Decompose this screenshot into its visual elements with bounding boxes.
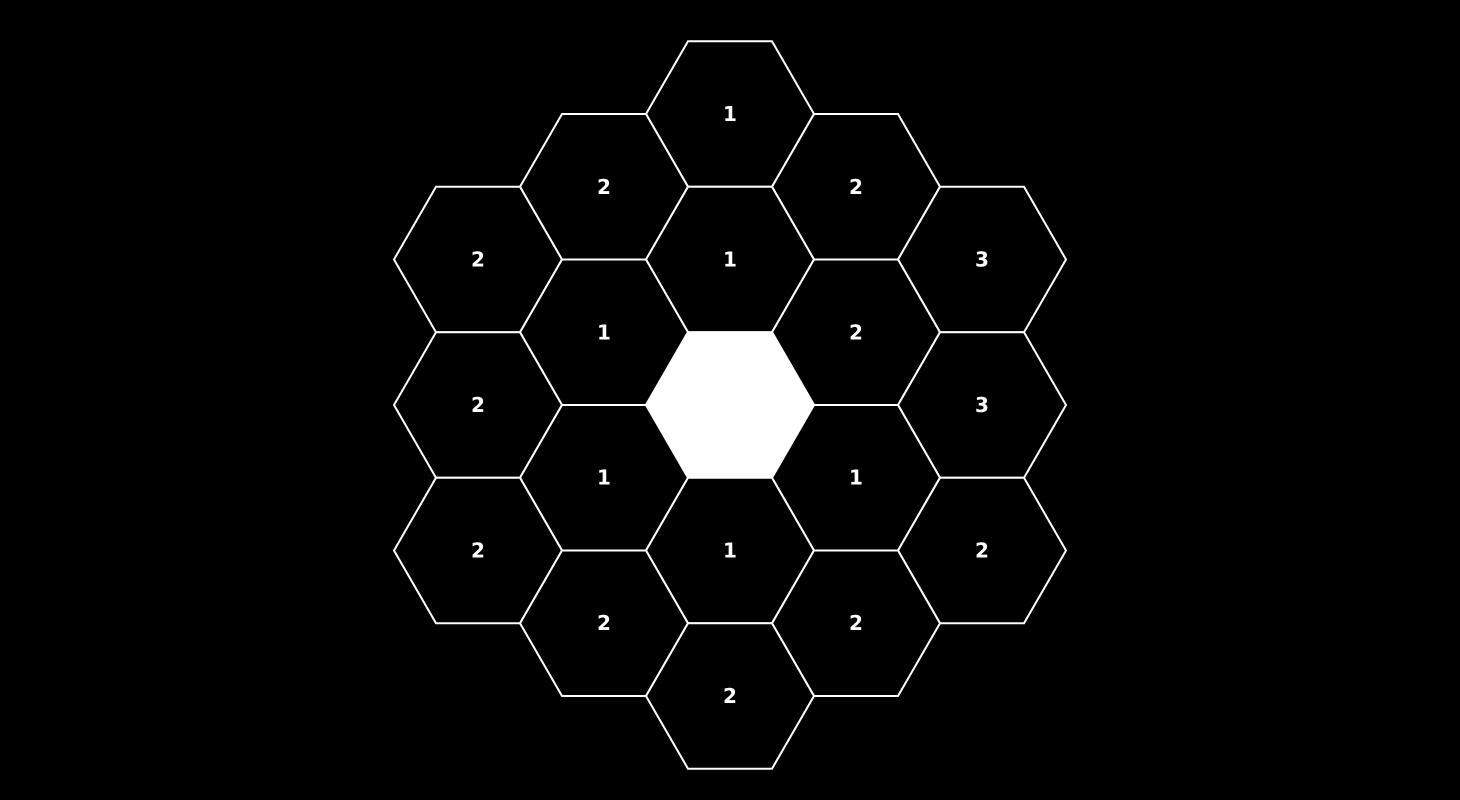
hex-shape[interactable]: [644, 622, 816, 770]
